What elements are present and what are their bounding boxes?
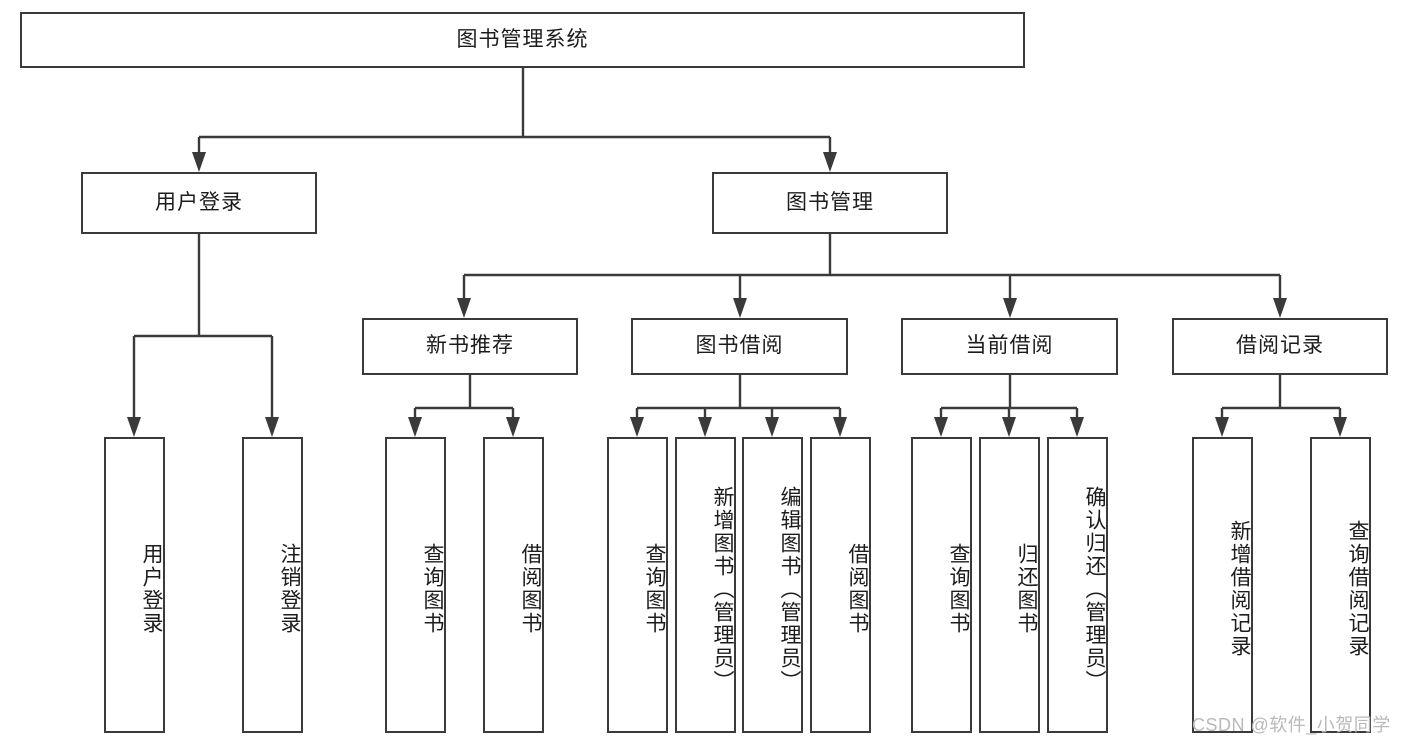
- node-label: 归还图书: [1015, 543, 1038, 635]
- node-label: 借阅图书: [519, 543, 542, 635]
- node-label: 图书管理: [786, 190, 874, 214]
- node-label: 新增图书（管理员）: [711, 485, 734, 693]
- node-label: 注销登录: [278, 543, 301, 635]
- node-label: 借阅图书: [846, 543, 869, 635]
- node-root-book-management-system[interactable]: 图书管理系统: [20, 12, 1025, 68]
- leaf-book-borrow-query-book[interactable]: 查询图书: [607, 437, 668, 733]
- node-borrow-record[interactable]: 借阅记录: [1172, 318, 1388, 375]
- leaf-borrow-record-query-record[interactable]: 查询借阅记录: [1310, 437, 1371, 733]
- node-book-borrow[interactable]: 图书借阅: [631, 318, 848, 375]
- node-label: 查询图书: [643, 543, 666, 635]
- node-label: 新书推荐: [426, 334, 514, 358]
- node-current-borrow[interactable]: 当前借阅: [901, 318, 1118, 375]
- node-label: 用户登录: [140, 543, 163, 635]
- node-label: 查询图书: [947, 543, 970, 635]
- node-label: 编辑图书（管理员）: [778, 485, 801, 693]
- node-user-login[interactable]: 用户登录: [81, 172, 317, 234]
- leaf-book-borrow-add-book-admin[interactable]: 新增图书（管理员）: [675, 437, 736, 733]
- node-label: 借阅记录: [1236, 334, 1324, 358]
- leaf-user-login-logout[interactable]: 注销登录: [242, 437, 303, 733]
- node-label: 新增借阅记录: [1228, 520, 1251, 658]
- node-new-book-recommend[interactable]: 新书推荐: [362, 318, 578, 375]
- node-label: 图书借阅: [695, 334, 784, 358]
- watermark-text: CSDN @软件_小贺同学: [1192, 715, 1391, 735]
- leaf-book-borrow-borrow-book[interactable]: 借阅图书: [810, 437, 871, 733]
- node-label: 查询借阅记录: [1346, 520, 1369, 658]
- leaf-current-borrow-confirm-return-admin[interactable]: 确认归还（管理员）: [1047, 437, 1108, 733]
- node-label: 当前借阅: [965, 334, 1054, 358]
- leaf-current-borrow-query-book[interactable]: 查询图书: [911, 437, 972, 733]
- leaf-book-borrow-edit-book-admin[interactable]: 编辑图书（管理员）: [742, 437, 803, 733]
- node-book-management[interactable]: 图书管理: [712, 172, 948, 234]
- leaf-new-book-borrow-book[interactable]: 借阅图书: [483, 437, 544, 733]
- leaf-current-borrow-return-book[interactable]: 归还图书: [979, 437, 1040, 733]
- leaf-borrow-record-add-record[interactable]: 新增借阅记录: [1192, 437, 1253, 733]
- leaf-new-book-query-book[interactable]: 查询图书: [385, 437, 446, 733]
- leaf-user-login-login[interactable]: 用户登录: [104, 437, 165, 733]
- node-label: 图书管理系统: [456, 27, 589, 51]
- node-label: 用户登录: [155, 190, 243, 214]
- node-label: 查询图书: [421, 543, 444, 635]
- node-label: 确认归还（管理员）: [1083, 485, 1106, 693]
